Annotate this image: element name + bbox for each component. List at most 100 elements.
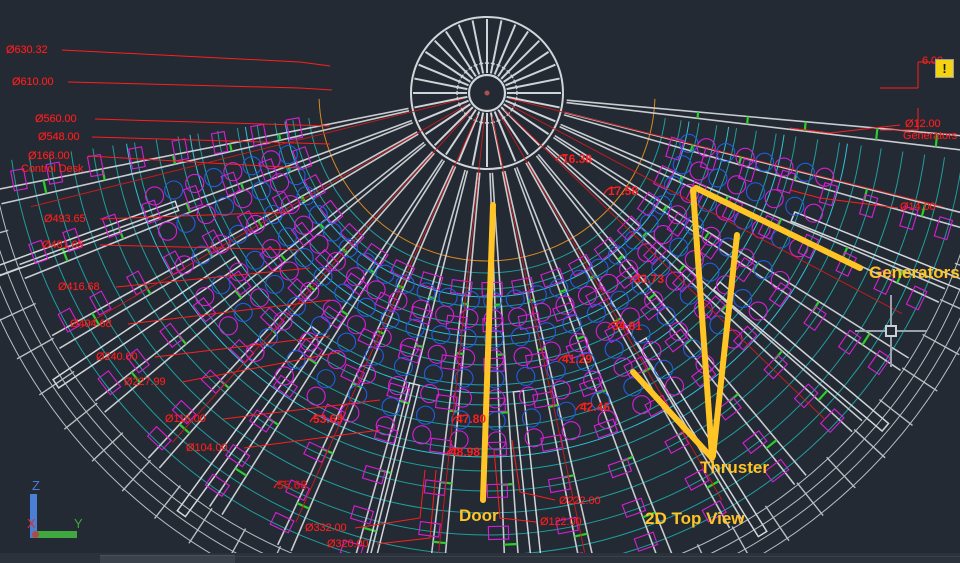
layout-tabs[interactable]: [100, 555, 235, 563]
port-5: [356, 364, 377, 384]
port-2: [586, 303, 606, 323]
dim-label-104: Ø104.00: [186, 442, 228, 454]
module-3: [776, 169, 796, 194]
port-4: [546, 360, 566, 381]
corridor-wall-b-10: [429, 172, 479, 563]
port-1: [309, 234, 329, 254]
status-bar[interactable]: [0, 553, 960, 563]
warning-icon[interactable]: !: [935, 59, 954, 78]
module-6: [225, 443, 251, 468]
port-6: [192, 245, 212, 265]
ring-teal-10: [112, 145, 862, 472]
hub-cell-tick: [478, 62, 484, 65]
hub-cell-tick: [513, 102, 517, 107]
hub-spoke: [471, 112, 485, 166]
hub-spoke: [500, 39, 541, 80]
port-0: [338, 238, 358, 258]
corridor-wall-a-2: [560, 123, 946, 290]
angle-label-1638: 16.38: [562, 152, 593, 166]
port-3: [513, 346, 533, 367]
port-0: [356, 252, 376, 272]
connector-tick-13-0: [368, 268, 375, 274]
port-3: [620, 307, 640, 327]
port-6: [381, 397, 401, 417]
dim-label-168: Ø168.00: [28, 150, 70, 162]
connector-tick-3-0: [662, 205, 668, 212]
module-0: [319, 199, 344, 225]
leader-560: [94, 118, 331, 127]
ucs-z-label: Z: [32, 478, 40, 493]
dim-ray-7: [172, 110, 472, 443]
port-1: [326, 251, 346, 272]
module-3: [182, 184, 204, 210]
module-0: [419, 271, 444, 291]
dim-label-222: Ø222.00: [559, 495, 601, 507]
corridor-wall-a-4: [546, 145, 863, 422]
module-0: [292, 146, 313, 171]
module-6: [742, 430, 768, 455]
hull-rib: [853, 428, 886, 459]
ucs-icon: Z Y X: [27, 478, 83, 538]
corridor-wall-b-7: [513, 167, 660, 561]
port-6: [785, 196, 805, 216]
port-1: [696, 138, 716, 158]
port-4: [228, 224, 248, 244]
dim-label-560: Ø560.00: [35, 113, 77, 125]
port-5: [185, 173, 205, 194]
port-5: [518, 386, 539, 406]
connector-tick-11-0: [428, 295, 436, 300]
hull-rib: [63, 402, 98, 430]
port-4: [204, 168, 224, 188]
port-0: [278, 144, 298, 165]
hull-rib: [922, 333, 960, 356]
port-4: [310, 315, 331, 336]
hub-cell-tick: [510, 107, 514, 112]
port-6: [753, 260, 773, 280]
module-7: [633, 531, 659, 552]
port-3: [665, 271, 685, 291]
port-5: [211, 234, 231, 254]
port-6: [415, 405, 436, 425]
port-7: [158, 221, 178, 241]
pickbox: [885, 325, 897, 337]
connector-tick-15-0: [319, 223, 326, 230]
hub-spoke: [503, 103, 550, 135]
port-2: [562, 314, 582, 334]
ucs-y-axis: [33, 531, 77, 538]
leader-332: [354, 469, 426, 529]
hub-cell-tick: [460, 74, 464, 79]
port-3: [233, 189, 253, 209]
hub-spoke: [493, 111, 517, 162]
module-0: [511, 276, 535, 295]
port-6: [348, 384, 368, 405]
module-6: [62, 227, 83, 253]
hub-cell-tick: [506, 112, 511, 117]
leader-404: [127, 299, 331, 325]
annotation-2d-top-view: 2D Top View: [645, 509, 745, 528]
hull-arc-0: [0, 203, 960, 563]
corridor-wall-b-15: [94, 141, 425, 402]
hub-core: [467, 73, 507, 113]
port-6: [556, 401, 576, 421]
module-4: [593, 418, 619, 439]
port-1: [679, 183, 699, 204]
connector-tick-13-1: [340, 309, 349, 316]
structural-beam-7: [0, 200, 180, 277]
dim-ray-0: [510, 98, 944, 208]
corridor-wall-a-3: [554, 134, 910, 359]
port-5: [387, 376, 408, 396]
dim-label-control-desk: Control Desk: [21, 163, 84, 175]
port-6: [286, 350, 306, 370]
module-0: [390, 259, 416, 281]
ucs-x-label: X: [27, 516, 36, 531]
angle-label-3373: 33.73: [634, 272, 665, 286]
port-0: [607, 245, 627, 265]
port-0: [652, 195, 672, 215]
module-5: [803, 305, 827, 332]
port-1: [366, 280, 386, 300]
port-6: [164, 180, 184, 200]
hub-spoke: [457, 111, 481, 162]
port-2: [405, 318, 425, 338]
